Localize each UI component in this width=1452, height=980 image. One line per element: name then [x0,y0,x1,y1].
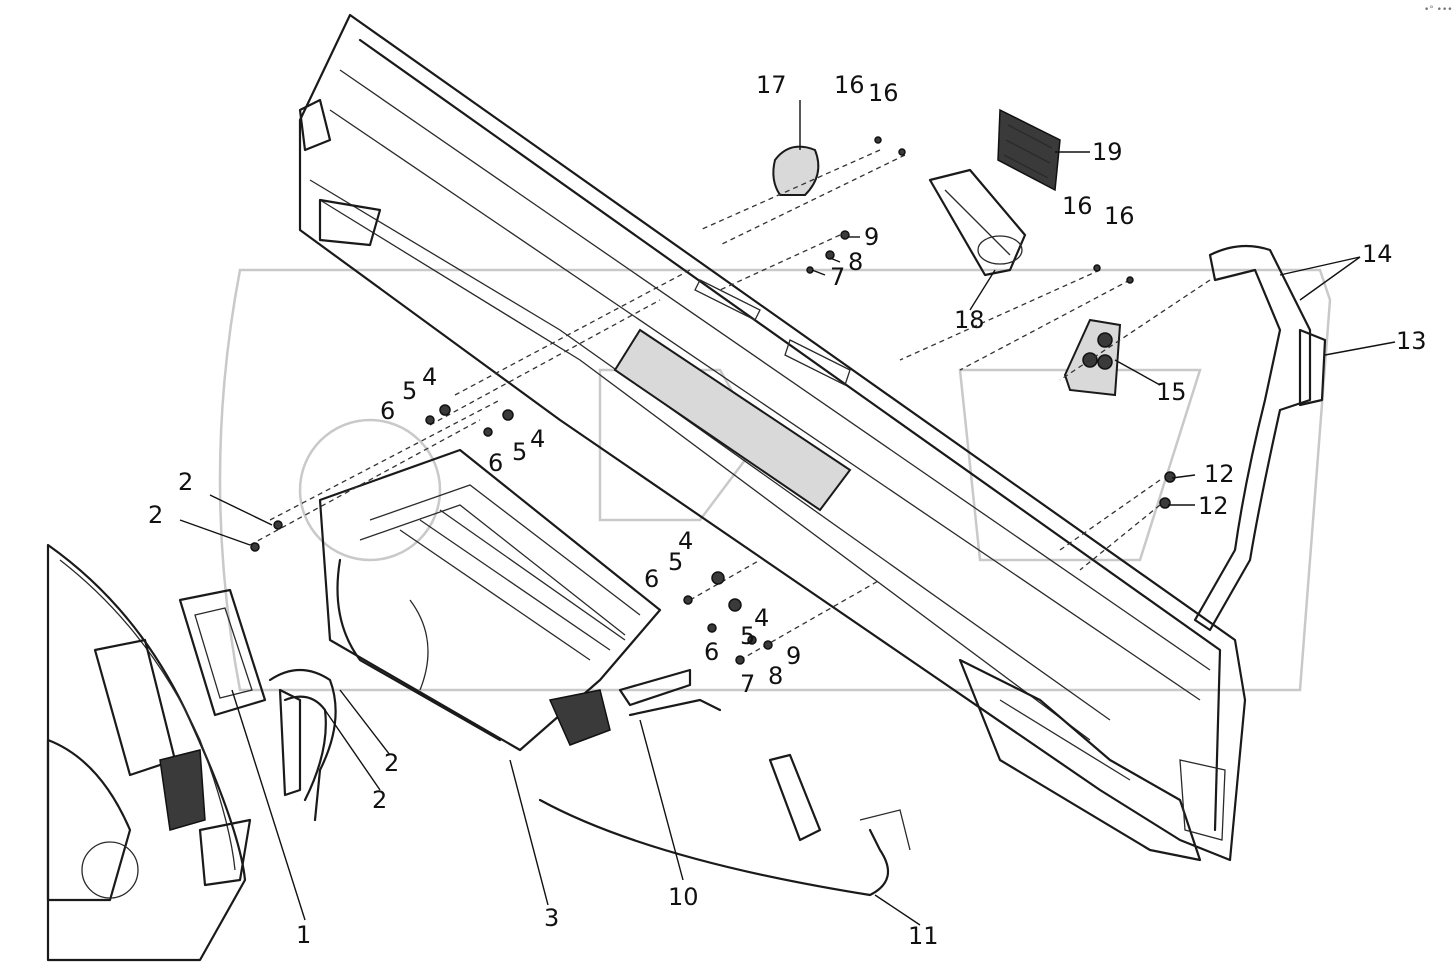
callout-16: 16 [1062,192,1093,220]
callout-14: 14 [1362,240,1393,268]
assembly-lines [249,149,1211,661]
corner-mark: •° ••• [1424,5,1452,15]
callout-6: 6 [644,565,659,593]
callout-11: 11 [908,922,939,950]
callout-7: 7 [740,670,755,698]
callout-8: 8 [768,662,783,690]
hoses-part-2 [268,669,337,822]
callout-4: 4 [530,425,545,453]
pipes-part-10 [618,668,722,717]
callout-4: 4 [754,604,769,632]
callout-12: 12 [1204,460,1235,488]
heater-unit-part-3 [318,448,662,752]
cover-part-17 [772,145,820,196]
callout-16: 16 [834,71,865,99]
callout-7: 7 [830,263,845,291]
callout-2: 2 [178,468,193,496]
callout-1: 1 [296,921,311,949]
callout-5: 5 [402,377,417,405]
callout-5: 5 [668,548,683,576]
callout-15: 15 [1156,378,1187,406]
callout-16: 16 [1104,202,1135,230]
switch-block-part-15 [1063,318,1122,397]
bracket-part-1 [178,588,267,717]
callout-4: 4 [422,363,437,391]
callout-2: 2 [148,501,163,529]
callout-6: 6 [488,449,503,477]
air-duct-part-14 [1193,244,1327,632]
callout-13: 13 [1396,327,1427,355]
callout-12: 12 [1198,492,1229,520]
leader-lines [179,100,1396,926]
callout-9: 9 [786,642,801,670]
callout-2: 2 [384,749,399,777]
callout-16: 16 [868,79,899,107]
vent-grille-part-19 [997,108,1061,192]
callout-8: 8 [848,248,863,276]
callout-10: 10 [668,883,699,911]
callout-17: 17 [756,71,787,99]
callout-5: 5 [512,438,527,466]
callout-9: 9 [864,223,879,251]
callout-labels: 1 2 2 2 2 3 4 4 4 4 5 5 5 5 6 6 6 6 7 7 … [148,71,1427,950]
callout-6: 6 [380,397,395,425]
dashboard-crossbeam [298,13,1247,862]
callout-2: 2 [372,786,387,814]
callout-5: 5 [740,622,755,650]
vent-housing-part-18 [928,168,1027,277]
drain-hose-part-11 [538,753,911,897]
callout-18: 18 [954,306,985,334]
callout-6: 6 [704,638,719,666]
instrument-panel [46,543,252,962]
callout-19: 19 [1092,138,1123,166]
callout-3: 3 [544,904,559,932]
callout-4: 4 [678,527,693,555]
